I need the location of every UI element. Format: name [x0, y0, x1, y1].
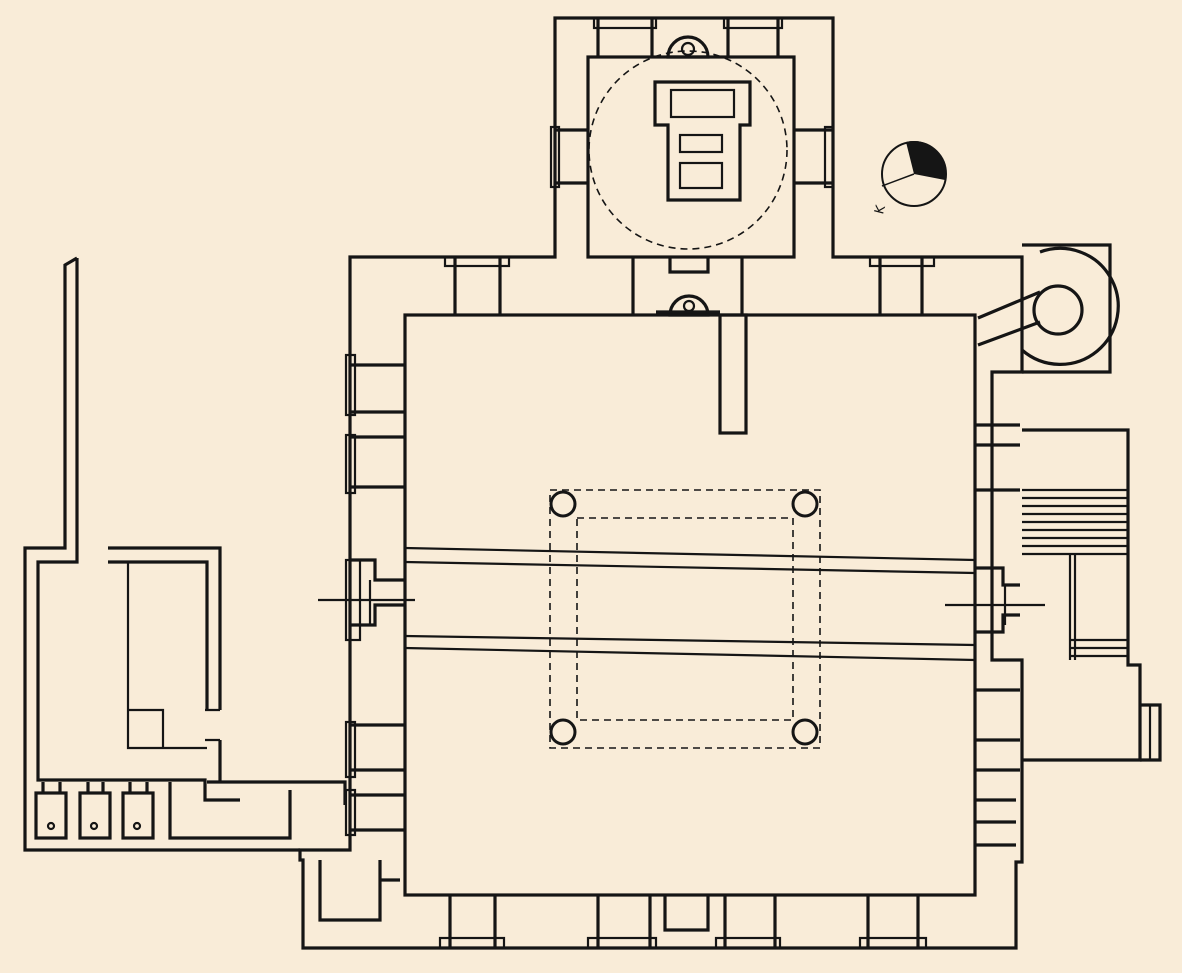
east-windows [945, 423, 1045, 847]
cross-beams [404, 546, 976, 662]
prayer-hall-outer-wall [298, 16, 1024, 950]
prayer-hall-inner-wall [403, 313, 977, 897]
mihrab-apse [549, 16, 835, 435]
bottom-windows [438, 895, 928, 950]
column [549, 718, 577, 746]
column [791, 718, 819, 746]
north-arrow-icon: K [872, 141, 947, 216]
minbar [653, 80, 752, 202]
dome-supports [549, 489, 821, 749]
top-windows [443, 255, 936, 315]
stair-annex [1022, 428, 1162, 762]
west-annex [23, 256, 400, 922]
north-arrow-label: K [872, 203, 889, 216]
column [791, 490, 819, 518]
west-windows [318, 353, 415, 837]
column [549, 490, 577, 518]
minaret [977, 243, 1120, 374]
